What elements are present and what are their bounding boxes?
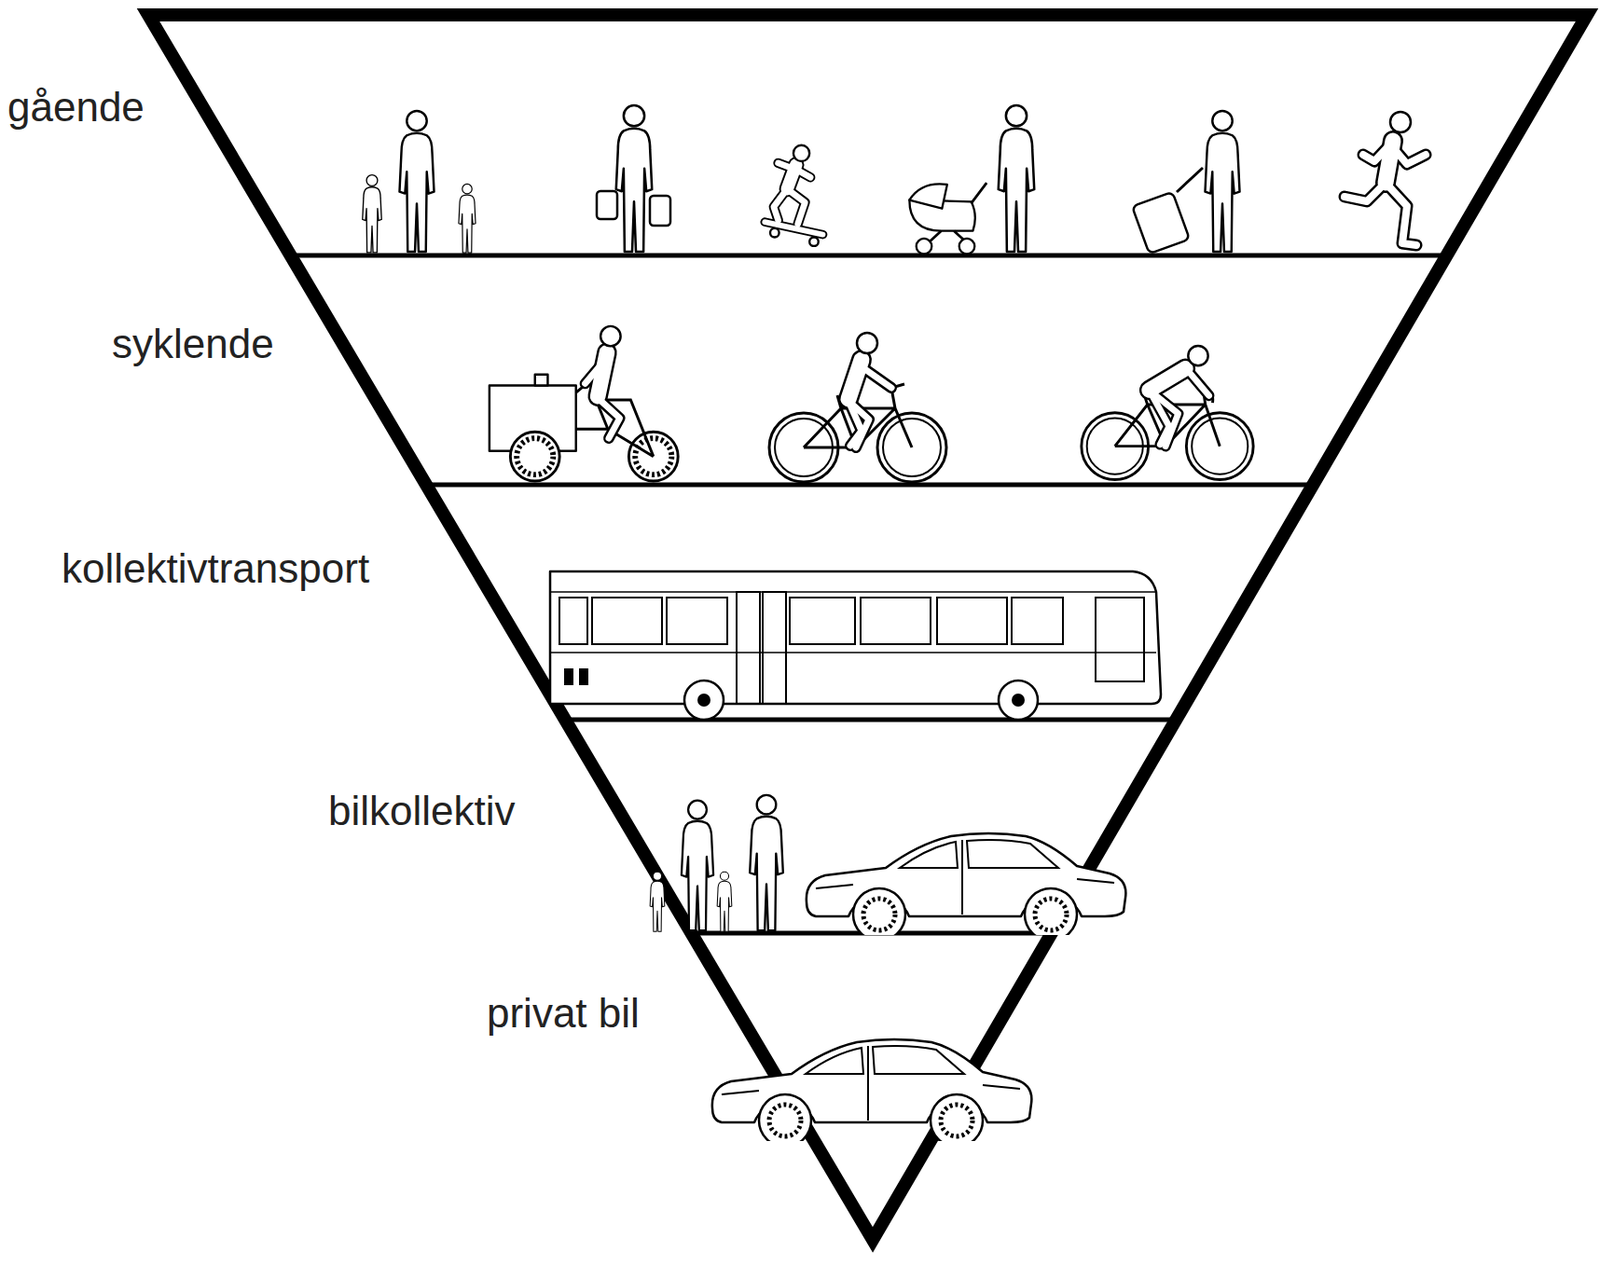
pedestrians	[362, 105, 1426, 254]
bus	[550, 571, 1161, 720]
mode-label: kollektivtransport	[61, 545, 370, 594]
mode-label: syklende	[111, 320, 275, 369]
mode-label: privat bil	[486, 990, 640, 1038]
mode-label: bilkollektiv	[328, 787, 516, 836]
private-car	[712, 1039, 1033, 1147]
band-dividers	[290, 255, 1448, 934]
cyclists	[489, 326, 1254, 483]
car-sharing	[649, 795, 1126, 941]
pyramid-outline	[148, 14, 1587, 1241]
mode-label: gående	[7, 83, 145, 132]
